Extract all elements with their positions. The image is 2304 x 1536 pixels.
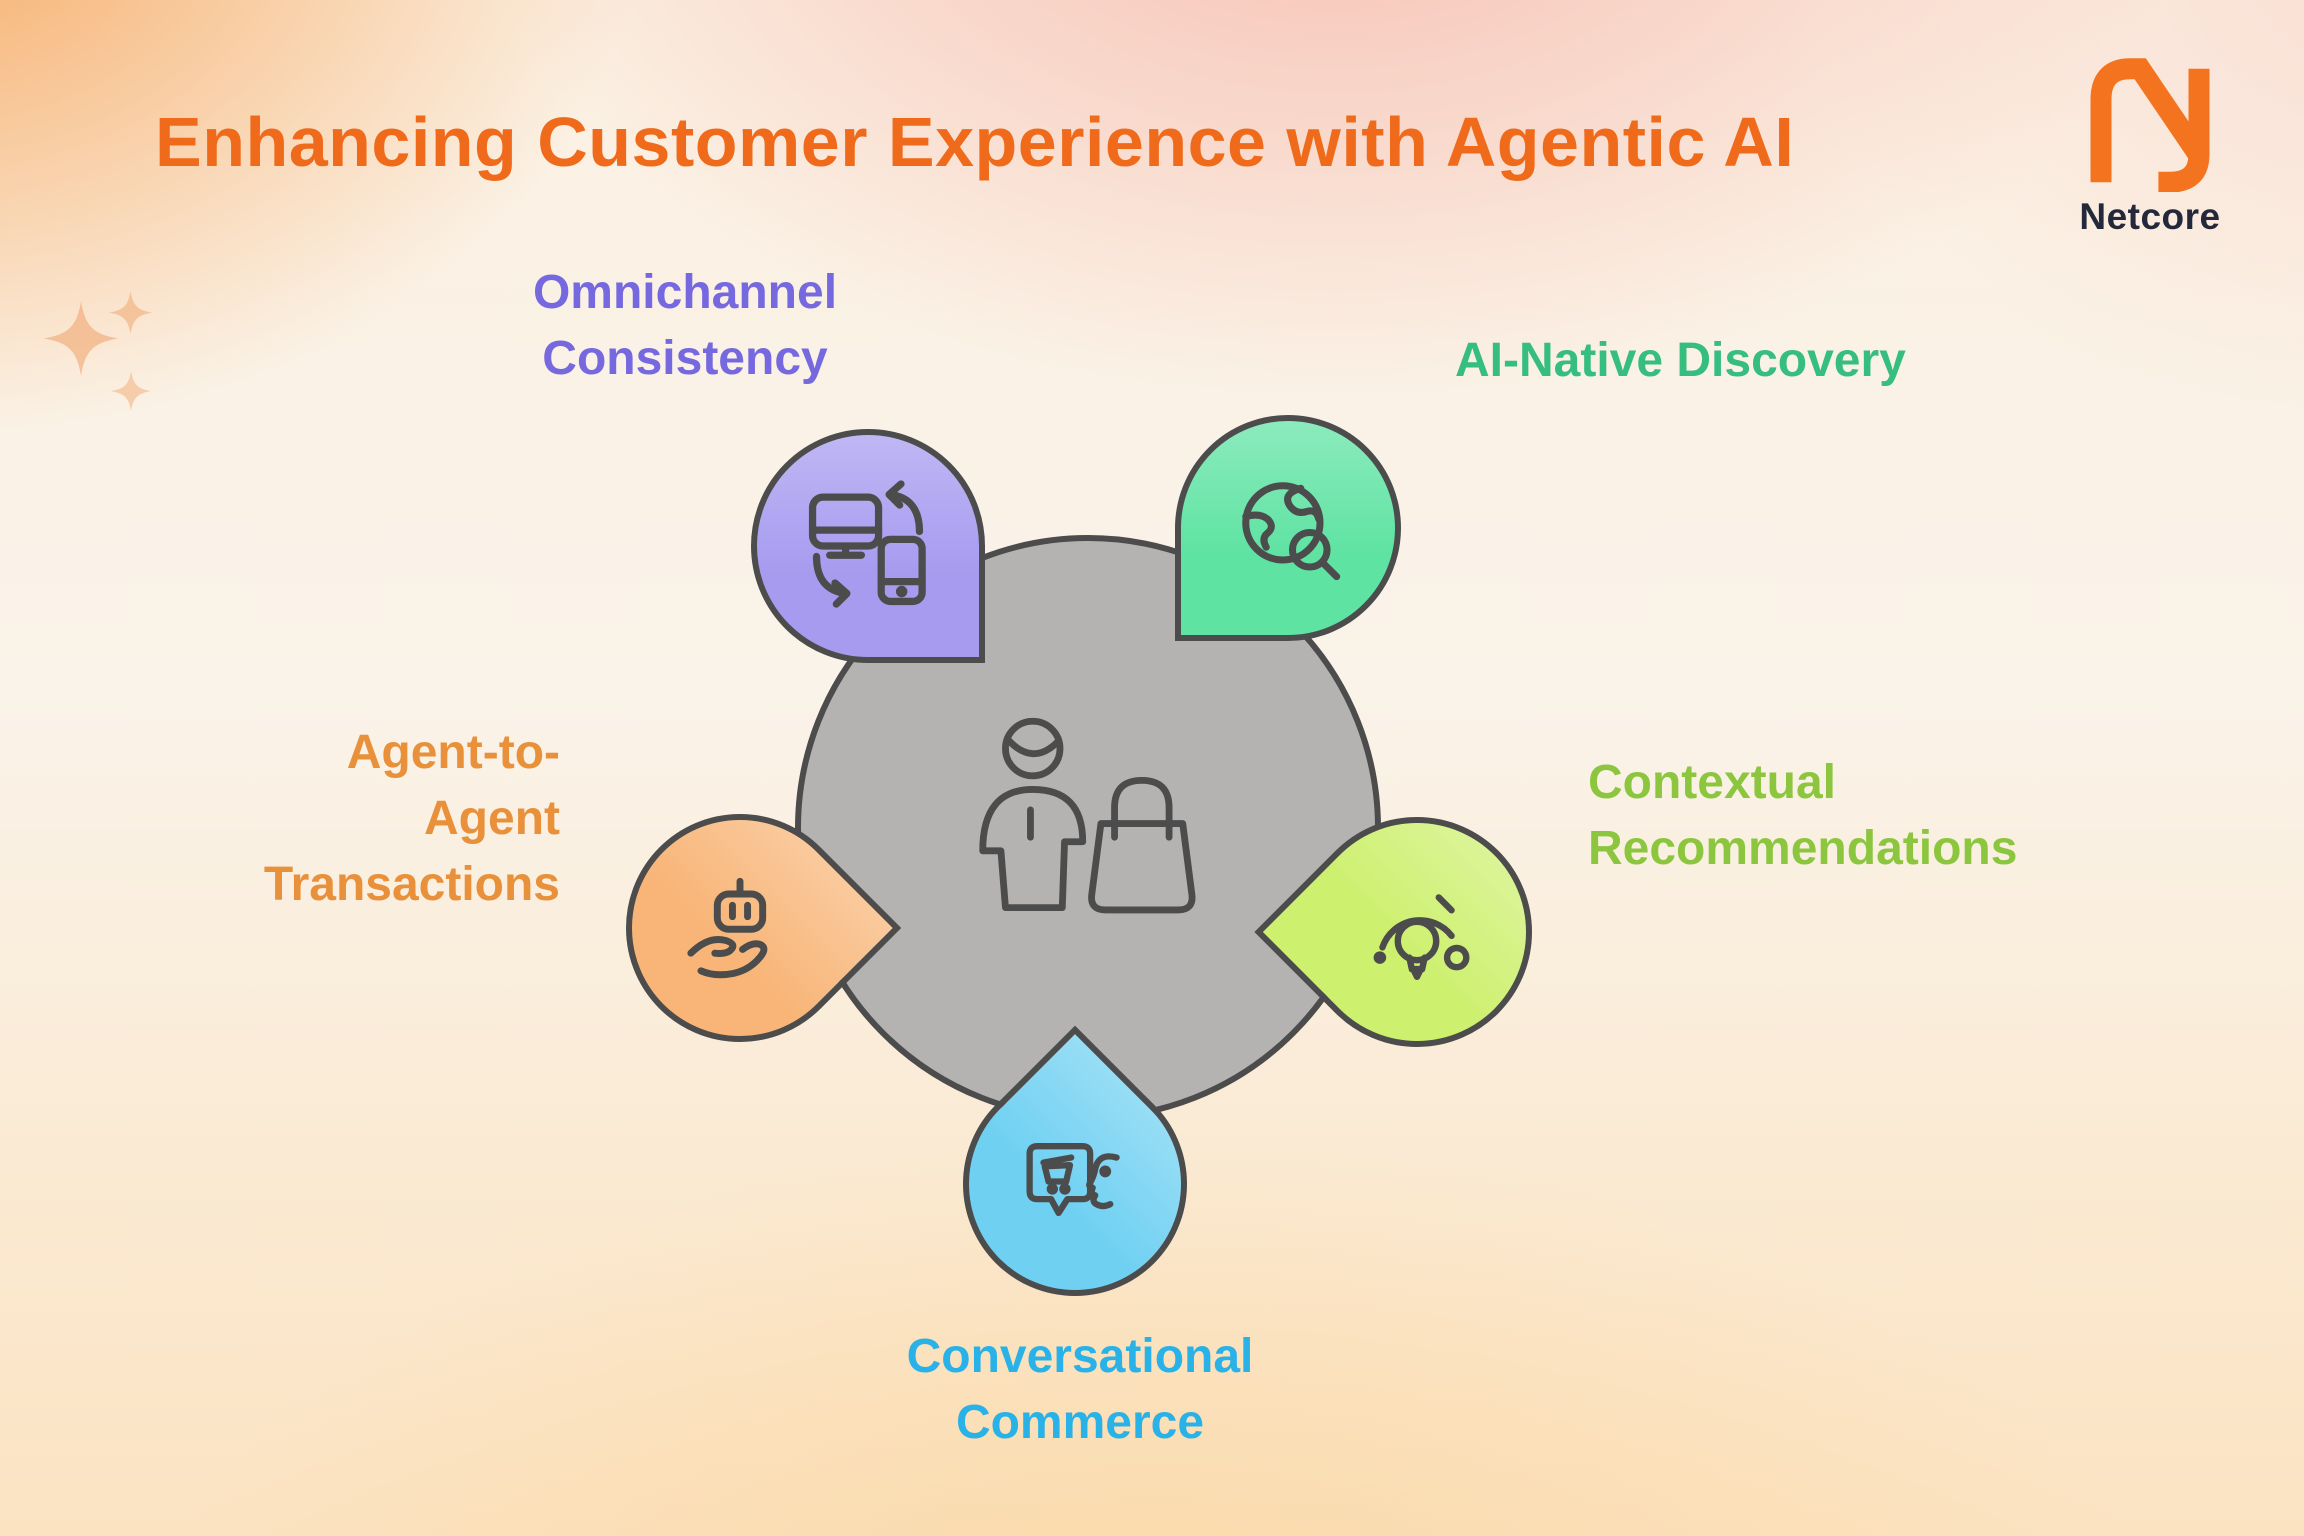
lightbulb-gauge-icon [1373, 894, 1470, 981]
pin-ai-native-discovery [1175, 415, 1401, 641]
netcore-mark-icon [2090, 58, 2210, 192]
label-ai-native-discovery: AI-Native Discovery [1455, 334, 1906, 387]
device-sync-icon [808, 480, 926, 608]
robot-hand-icon [687, 877, 768, 979]
label-omnichannel-consistency: Omnichannel Consistency [532, 266, 838, 386]
customer-shopping-icon [979, 717, 1196, 914]
label-agent-to-agent-transactions: Agent-to- Agent Transactions [263, 726, 560, 912]
netcore-logo: Netcore [2072, 52, 2228, 238]
pin-conversational-commerce [916, 1025, 1234, 1343]
pin-contextual-recommendations [1254, 769, 1580, 1095]
page-title: Enhancing Customer Experience with Agent… [155, 103, 1795, 181]
netcore-wordmark: Netcore [2079, 196, 2221, 237]
pin-omnichannel-consistency [751, 429, 985, 663]
pin-agent-to-agent-transactions [578, 766, 902, 1090]
chat-cart-face-icon [1026, 1143, 1120, 1217]
label-conversational-commerce: Conversational Commerce [906, 1330, 1254, 1450]
label-contextual-recommendations: Contextual Recommendations [1588, 756, 2018, 876]
globe-search-icon [1242, 482, 1341, 581]
sparkles-icon [43, 291, 153, 412]
